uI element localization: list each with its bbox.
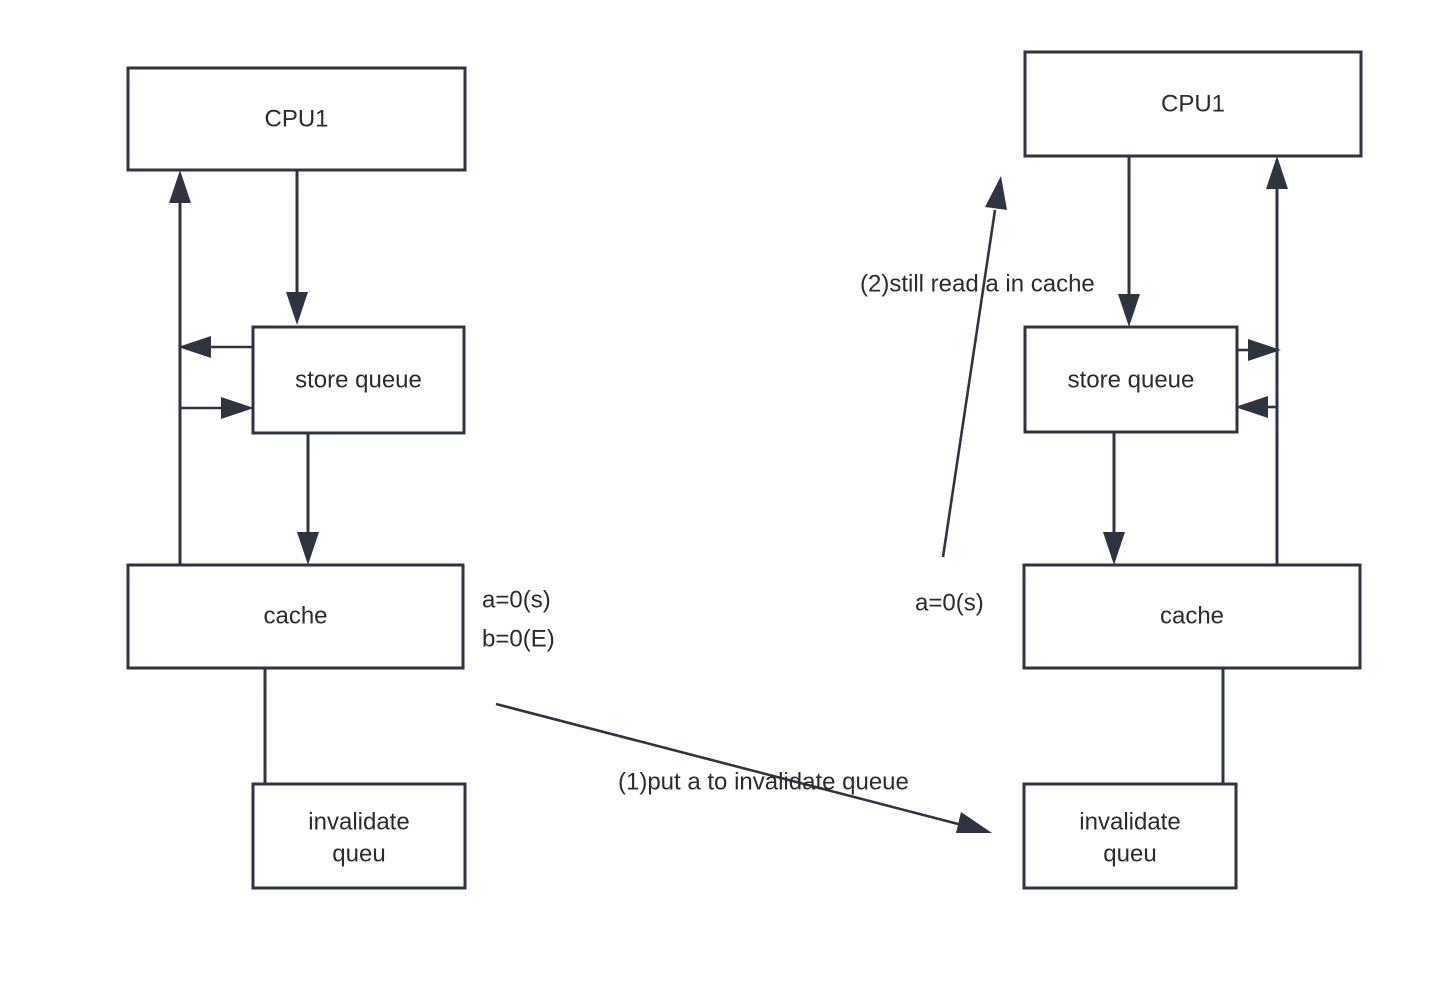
right-cache-state-a: a=0(s)	[915, 589, 984, 616]
right-arrow-cache-to-cpu	[1266, 156, 1288, 565]
right-invalidate-queue-box	[1022, 782, 1238, 890]
left-cpu1-label: CPU1	[264, 105, 328, 132]
arrowhead-diagonal-up-icon	[985, 176, 1007, 210]
right-cpu1-label: CPU1	[1161, 90, 1225, 117]
right-store-queue-label: store queue	[1068, 366, 1195, 393]
left-cache-node: cache	[126, 563, 465, 670]
arrowhead-down-icon	[1118, 294, 1140, 327]
left-arrow-storequeue-out	[178, 336, 253, 358]
arrowhead-left-icon	[178, 336, 211, 358]
left-cpu1-node: CPU1	[126, 66, 467, 172]
arrowhead-down-icon	[286, 292, 308, 325]
right-arrow-storequeue-out	[1237, 339, 1281, 361]
right-arrow-cpu-to-storequeue	[1118, 156, 1140, 327]
step1-annotation-label: (1)put a to invalidate queue	[618, 768, 909, 795]
arrowhead-down-icon	[297, 532, 319, 565]
left-arrow-storequeue-in	[180, 397, 254, 419]
arrowhead-up-icon	[1266, 156, 1288, 189]
right-invalidate-queue-node: invalidate queu	[1022, 782, 1238, 890]
left-store-queue-label: store queue	[295, 366, 422, 393]
arrowhead-up-icon	[169, 170, 191, 203]
left-cpu1-box	[126, 66, 467, 172]
right-invalidate-queue-label-line1: invalidate	[1079, 808, 1180, 835]
right-invalidate-queue-label-line2: queu	[1103, 840, 1156, 867]
arrowhead-left-icon	[1235, 396, 1268, 418]
right-store-queue-node: store queue	[1023, 325, 1239, 434]
step2-arrow	[941, 176, 1007, 558]
left-invalidate-queue-node: invalidate queu	[251, 782, 467, 890]
left-cache-label: cache	[263, 602, 327, 629]
left-arrow-cache-to-cpu	[169, 170, 191, 565]
arrowhead-right-icon	[221, 397, 254, 419]
left-arrow-cpu-to-storequeue	[286, 170, 308, 325]
right-store-queue-box	[1023, 325, 1239, 434]
left-arrow-storequeue-to-cache	[297, 433, 319, 565]
right-arrow-storequeue-to-cache	[1103, 432, 1125, 565]
left-cache-state-b: b=0(E)	[482, 625, 555, 652]
left-store-queue-node: store queue	[251, 325, 466, 435]
right-cache-box	[1022, 563, 1362, 670]
left-invalidate-queue-label-line2: queu	[332, 840, 385, 867]
arrowhead-diagonal-right-icon	[956, 812, 992, 833]
right-cpu1-box	[1023, 50, 1363, 158]
arrowhead-right-icon	[1248, 339, 1281, 361]
right-cache-label: cache	[1160, 602, 1224, 629]
left-invalidate-queue-box	[251, 782, 467, 890]
left-store-queue-box	[251, 325, 466, 435]
right-cache-node: cache	[1022, 563, 1362, 670]
right-arrow-storequeue-in	[1235, 396, 1277, 418]
right-cpu1-node: CPU1	[1023, 50, 1363, 158]
left-cache-state-a: a=0(s)	[482, 586, 551, 613]
step2-annotation-label: (2)still read a in cache	[860, 270, 1095, 297]
left-invalidate-queue-label-line1: invalidate	[308, 808, 409, 835]
left-cache-box	[126, 563, 465, 670]
step1-arrow	[495, 702, 992, 833]
arrowhead-down-icon	[1103, 532, 1125, 565]
